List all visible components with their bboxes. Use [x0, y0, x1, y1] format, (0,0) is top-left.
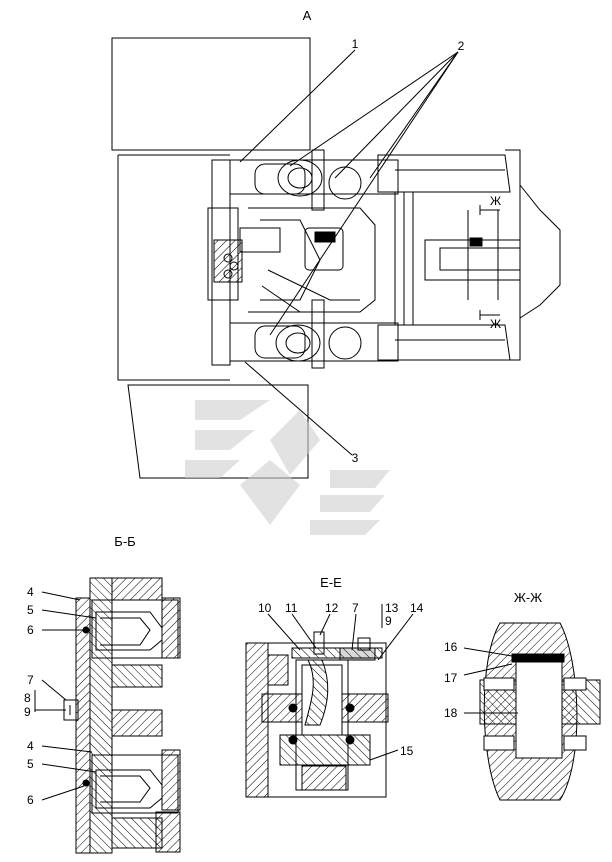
view-ee: Е-Е 10 11 12 7 13 9 14 15 [245, 575, 424, 798]
ee-callout-12: 12 [325, 601, 339, 615]
leader-2b [334, 51, 459, 179]
ee-callout-7: 7 [352, 601, 359, 615]
upper-arm [377, 154, 511, 193]
bb-callout-5b: 5 [27, 757, 34, 771]
bb-left-plate [75, 597, 91, 854]
zhzh-callout-17: 17 [444, 671, 458, 685]
upper-panel [111, 37, 311, 151]
ee-callout-11: 11 [285, 601, 298, 615]
frame-left [117, 155, 230, 381]
zhzh-callout-16: 16 [444, 640, 458, 654]
bb-callout-6: 6 [27, 623, 34, 637]
leader-2d [269, 51, 459, 336]
view-bb: Б-Б 4 5 6 7 8 9 4 [24, 534, 181, 854]
leader-2c [369, 51, 459, 179]
leader-1 [239, 49, 356, 163]
view-ee-title: Е-Е [320, 575, 342, 590]
bb-callout-9: 9 [24, 705, 31, 719]
bb-callout-8: 8 [24, 691, 31, 705]
callout-1: 1 [352, 37, 359, 51]
callout-2: 2 [458, 39, 465, 53]
watermark-logo [185, 400, 390, 535]
bb-callout-4b: 4 [27, 739, 34, 753]
section-marker-bottom: Ж [490, 317, 501, 331]
view-bb-title: Б-Б [114, 534, 135, 549]
zhzh-callout-18: 18 [444, 706, 458, 720]
lower-cylinder [229, 322, 399, 362]
ee-callout-9: 9 [385, 614, 392, 628]
ee-callout-14: 14 [410, 601, 424, 615]
view-a-title: А [303, 8, 312, 23]
section-marker-top: Ж [490, 194, 501, 208]
bb-callout-6b: 6 [27, 793, 34, 807]
ee-callout-13: 13 [385, 601, 399, 615]
upper-cylinder [229, 159, 399, 195]
view-zhzh: Ж-Ж 16 17 18 [444, 590, 601, 801]
lower-panel [127, 384, 309, 479]
bb-callout-4: 4 [27, 585, 34, 599]
ee-callout-15: 15 [400, 744, 414, 758]
leader-2a [289, 51, 459, 167]
view-a: А [111, 8, 561, 479]
bb-callout-7: 7 [27, 673, 34, 687]
view-zhzh-title: Ж-Ж [514, 590, 542, 605]
ee-callout-10: 10 [258, 601, 272, 615]
callout-3: 3 [352, 451, 359, 465]
leader-3 [244, 361, 353, 456]
bb-callout-5: 5 [27, 603, 34, 617]
